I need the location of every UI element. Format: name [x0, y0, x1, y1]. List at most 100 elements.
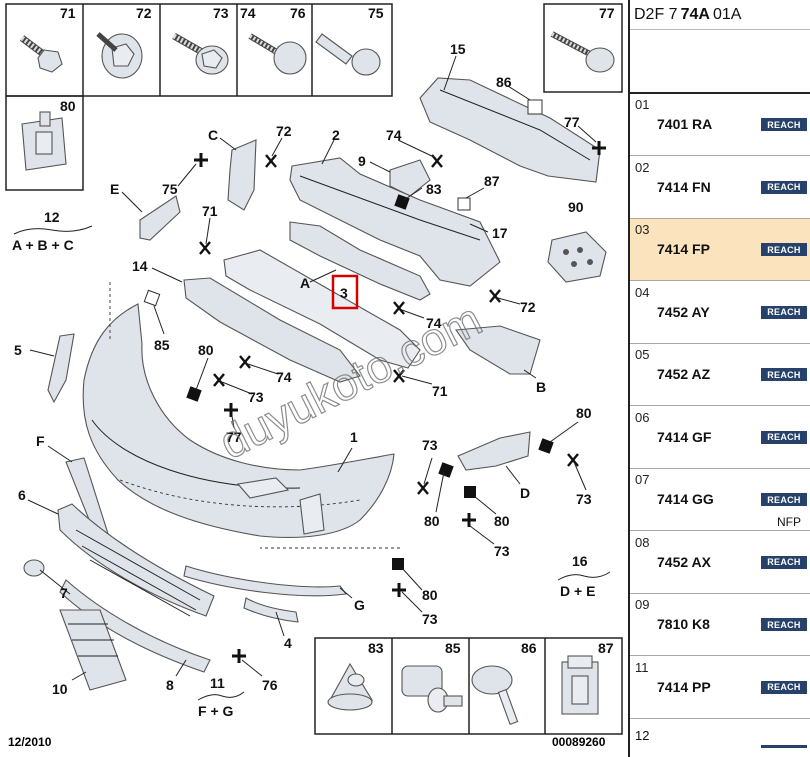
part-code[interactable]: 7414 GG: [657, 491, 714, 507]
label-5[interactable]: 5: [14, 342, 22, 358]
part-G-strip[interactable]: [183, 565, 348, 597]
label-B[interactable]: B: [536, 379, 546, 395]
label-71b[interactable]: 71: [432, 383, 448, 399]
label-83[interactable]: 83: [426, 181, 442, 197]
part-code[interactable]: 7401 RA: [657, 116, 713, 132]
label-77[interactable]: 77: [564, 114, 580, 130]
label-8[interactable]: 8: [166, 677, 174, 693]
label-73c[interactable]: 73: [576, 491, 592, 507]
label-17[interactable]: 17: [492, 225, 508, 241]
reach-badge[interactable]: REACH: [761, 243, 807, 256]
label-80b[interactable]: 80: [576, 405, 592, 421]
label-90[interactable]: 90: [568, 199, 584, 215]
label-3[interactable]: 3: [340, 285, 348, 301]
part-1-bumper-cover[interactable]: [82, 303, 395, 538]
label-74c[interactable]: 74: [276, 369, 292, 385]
reach-badge[interactable]: REACH: [761, 493, 807, 506]
part-code[interactable]: 7414 GF: [657, 428, 712, 445]
reach-badge[interactable]: REACH: [761, 180, 807, 194]
label-72[interactable]: 72: [276, 123, 292, 139]
part-C-bracket[interactable]: [227, 139, 257, 211]
label-16[interactable]: 16: [572, 553, 588, 569]
label-73b[interactable]: 73: [422, 437, 438, 453]
label-D[interactable]: D: [520, 485, 530, 501]
reach-badge[interactable]: REACH: [761, 555, 807, 569]
label-A[interactable]: A: [300, 275, 310, 291]
part-code[interactable]: 7414 FN: [657, 178, 711, 195]
part-7-clip[interactable]: [23, 559, 45, 577]
reach-badge[interactable]: REACH: [761, 430, 807, 444]
reach-badge[interactable]: REACH: [761, 680, 807, 694]
label-2[interactable]: 2: [332, 127, 340, 143]
group-de[interactable]: D + E: [560, 583, 595, 599]
label-12[interactable]: 12: [44, 209, 60, 225]
part-E-bracket[interactable]: [139, 195, 181, 241]
selected-part-highlight[interactable]: [331, 274, 359, 310]
part-code[interactable]: 7810 K8: [657, 616, 710, 632]
label-80e[interactable]: 80: [422, 587, 438, 603]
label-75[interactable]: 75: [162, 181, 178, 197]
part-6-grille[interactable]: [57, 503, 215, 617]
label-86[interactable]: 86: [496, 74, 512, 90]
reach-badge[interactable]: REACH: [761, 305, 807, 319]
label-6[interactable]: 6: [18, 487, 26, 503]
part-code[interactable]: 7414 FP: [657, 241, 710, 257]
label-4[interactable]: 4: [284, 635, 292, 651]
part-10-grille[interactable]: [59, 609, 127, 691]
label-15[interactable]: 15: [450, 41, 466, 57]
label-1[interactable]: 1: [350, 429, 358, 445]
part-code[interactable]: 7452 AX: [657, 553, 711, 570]
label-80a[interactable]: 80: [198, 342, 214, 358]
label-80c[interactable]: 80: [424, 513, 440, 529]
label-72b[interactable]: 72: [520, 299, 536, 315]
label-10[interactable]: 10: [52, 681, 68, 697]
label-85[interactable]: 85: [154, 337, 170, 353]
label-C[interactable]: C: [208, 127, 218, 143]
label-73a[interactable]: 73: [248, 389, 264, 405]
label-77b[interactable]: 77: [226, 429, 242, 445]
parts-row-12[interactable]: 12: [630, 728, 810, 757]
label-11[interactable]: 11: [210, 675, 225, 691]
part-90-block[interactable]: [547, 231, 607, 283]
part-9-emblem[interactable]: [389, 159, 431, 197]
label-76[interactable]: 76: [262, 677, 278, 693]
part-15-absorber[interactable]: [419, 77, 601, 183]
part-2-reinforcement[interactable]: [289, 157, 501, 287]
part-3-beam[interactable]: [223, 221, 431, 369]
label-73d[interactable]: 73: [494, 543, 510, 559]
label-7[interactable]: 7: [60, 585, 68, 601]
part-14-beam[interactable]: [183, 277, 361, 383]
reach-badge[interactable]: REACH: [761, 618, 807, 631]
label-G[interactable]: G: [354, 597, 365, 613]
label-F[interactable]: F: [36, 433, 45, 449]
part-code[interactable]: 7414 PP: [657, 678, 711, 695]
group-fg[interactable]: F + G: [198, 703, 234, 719]
label-73e[interactable]: 73: [422, 611, 438, 627]
label-E[interactable]: E: [110, 181, 119, 197]
label-87[interactable]: 87: [484, 173, 500, 189]
part-code[interactable]: 7452 AZ: [657, 366, 711, 382]
label-71[interactable]: 71: [202, 203, 218, 219]
part-D-bracket[interactable]: [457, 431, 531, 471]
part-code[interactable]: 7452 AY: [657, 303, 710, 320]
group-abc[interactable]: A + B + C: [12, 237, 74, 253]
reach-badge[interactable]: REACH: [761, 118, 807, 131]
label-74b[interactable]: 74: [426, 315, 442, 331]
reach-badge[interactable]: REACH: [761, 368, 807, 381]
label-9[interactable]: 9: [358, 153, 366, 169]
part-5-trim[interactable]: [47, 333, 75, 404]
part-4-strip[interactable]: [243, 597, 299, 623]
label-80d[interactable]: 80: [494, 513, 510, 529]
label-14[interactable]: 14: [132, 258, 148, 274]
label-74[interactable]: 74: [386, 127, 402, 143]
